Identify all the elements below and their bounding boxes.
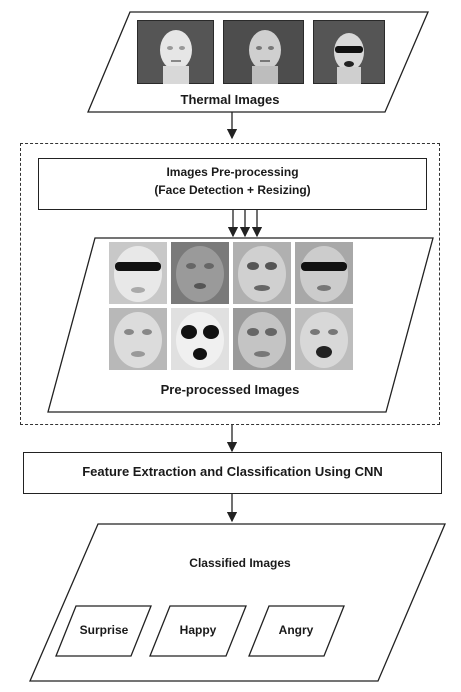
feature-extraction-box xyxy=(23,452,442,494)
preprocessed-face-4 xyxy=(295,242,353,304)
feature-extraction-label: Feature Extraction and Classification Us… xyxy=(82,464,383,479)
class-label-angry: Angry xyxy=(278,623,314,637)
preprocessing-box xyxy=(38,158,427,210)
classified-images-label: Classified Images xyxy=(189,556,291,570)
preprocessing-group xyxy=(20,143,440,425)
classified-images-parallelogram xyxy=(29,523,446,682)
preprocessed-face-8 xyxy=(295,308,353,370)
preprocessed-face-3 xyxy=(233,242,291,304)
thermal-image-3 xyxy=(313,20,385,84)
preprocessing-subtitle: (Face Detection + Resizing) xyxy=(154,183,311,197)
class-label-happy: Happy xyxy=(179,623,217,637)
class-angry-parallelogram xyxy=(248,605,345,657)
class-label-surprise: Surprise xyxy=(79,623,129,637)
preprocessed-face-6 xyxy=(171,308,229,370)
preprocessed-images-label: Pre-processed Images xyxy=(160,382,300,397)
class-happy-parallelogram xyxy=(149,605,247,657)
thermal-image-2 xyxy=(223,20,304,84)
preprocessed-face-7 xyxy=(233,308,291,370)
preprocessing-title: Images Pre-processing xyxy=(166,165,299,179)
thermal-image-1 xyxy=(137,20,214,84)
preprocessed-face-2 xyxy=(171,242,229,304)
thermal-images-label: Thermal Images xyxy=(180,92,280,107)
preprocessed-face-5 xyxy=(109,308,167,370)
class-surprise-parallelogram xyxy=(55,605,152,657)
preprocessed-face-1 xyxy=(109,242,167,304)
